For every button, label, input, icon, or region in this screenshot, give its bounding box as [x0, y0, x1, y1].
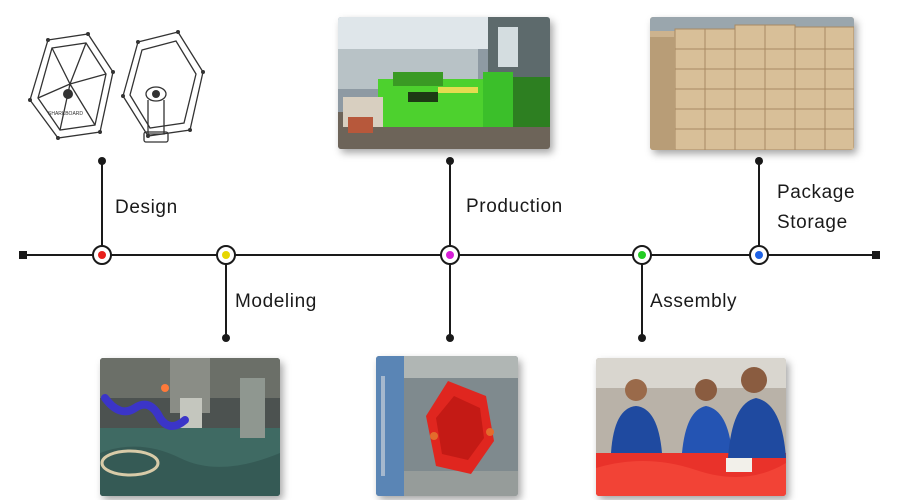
- modeling-photo: [100, 358, 280, 496]
- connector-end-production-up: [446, 157, 454, 165]
- storage-photo: [650, 17, 854, 150]
- design-sketch-text: SHARKBOARD: [48, 111, 83, 117]
- assembly-photo: [596, 358, 786, 496]
- node-assembly: [632, 245, 652, 265]
- label-design: Design: [115, 197, 178, 218]
- mold-photo: [376, 356, 518, 496]
- timeline-start-cap: [19, 251, 27, 259]
- connector-end-modeling: [222, 334, 230, 342]
- connector-end-assembly: [638, 334, 646, 342]
- node-production: [440, 245, 460, 265]
- connector-end-design: [98, 157, 106, 165]
- label-assembly: Assembly: [650, 291, 738, 312]
- label-package: Package: [777, 182, 856, 203]
- production-photo: [338, 17, 550, 149]
- connector-end-package: [755, 157, 763, 165]
- connector-end-production-down: [446, 334, 454, 342]
- label-storage: Storage: [777, 212, 848, 233]
- timeline-end-cap: [872, 251, 880, 259]
- node-design: [92, 245, 112, 265]
- label-modeling: Modeling: [235, 291, 317, 312]
- node-package-storage: [749, 245, 769, 265]
- node-modeling: [216, 245, 236, 265]
- label-production: Production: [466, 196, 563, 217]
- design-sketch-image: SHARKBOARD: [18, 22, 248, 152]
